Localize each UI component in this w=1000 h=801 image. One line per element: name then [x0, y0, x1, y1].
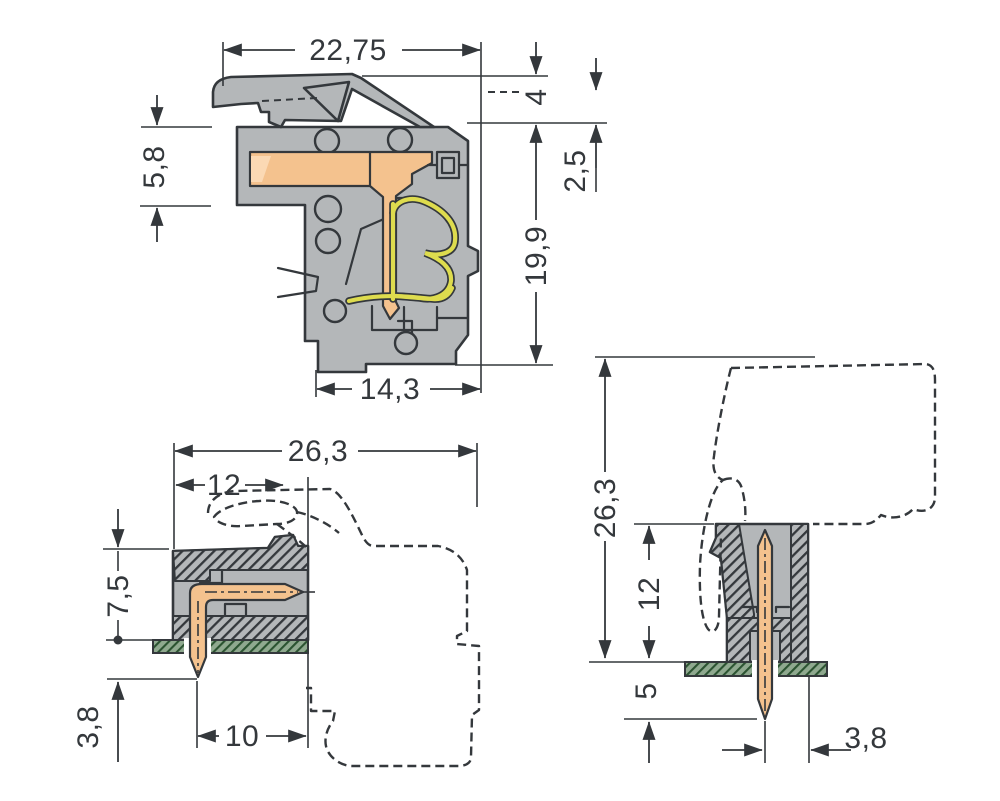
dim-body-height: 19,9	[520, 226, 553, 286]
mating-connector-outline	[698, 362, 937, 633]
clamp-spring	[345, 195, 459, 305]
dim-overall-width: 22,75	[309, 34, 387, 67]
dim-pin-below-pcb: 5	[630, 682, 663, 699]
dim-lower-width: 14,3	[360, 373, 420, 406]
pcb-board	[684, 660, 828, 678]
datum-dot	[113, 635, 123, 645]
housing-cavity	[313, 127, 341, 155]
mating-connector-outline	[206, 487, 481, 768]
housing-cavity	[386, 126, 414, 154]
dim-overall-height: 26,3	[589, 478, 622, 538]
front-dimensions: 26,3 12 5 3,8	[589, 356, 887, 763]
dim-pin-protrusion: 3,8	[72, 705, 105, 748]
dim-pin-to-mating-face: 10	[225, 720, 259, 753]
header-right-wall	[790, 523, 809, 663]
pcb-board	[152, 638, 309, 655]
pin-centerline	[197, 591, 298, 673]
lever-hidden-edge	[261, 97, 318, 102]
dim-lever-clearance: 2,5	[559, 149, 592, 192]
side-view: 26,3 12 7,5 3,8 10	[72, 435, 481, 768]
test-port	[426, 150, 470, 180]
side-dimensions: 26,3 12 7,5 3,8 10	[72, 435, 478, 762]
section-view: 22,75 4 2,5 19,9 5,8 14,3	[138, 34, 607, 406]
header-step	[223, 602, 248, 618]
dim-lever-height: 4	[520, 88, 553, 105]
dim-wire-entry-height: 5,8	[138, 145, 171, 188]
dim-header-height: 12	[633, 577, 666, 611]
dim-pin-edge-offset: 3,8	[844, 722, 887, 755]
lever-wedge	[302, 80, 351, 123]
wire-entry-funnel	[251, 156, 271, 182]
front-view: 26,3 12 5 3,8	[589, 356, 937, 763]
housing-cavity	[322, 298, 348, 324]
dim-overall-depth: 26,3	[288, 435, 348, 468]
connector-housing	[235, 125, 480, 374]
dim-insertion-depth: 12	[207, 469, 241, 502]
housing-cavity	[314, 227, 342, 255]
housing-cavity	[313, 194, 343, 224]
release-slot	[276, 266, 320, 299]
solder-pin	[188, 582, 305, 679]
section-dimensions: 22,75 4 2,5 19,9 5,8 14,3	[138, 34, 607, 406]
housing-step	[396, 319, 414, 335]
dim-height-above-pcb: 7,5	[102, 574, 135, 617]
housing-cavity	[393, 330, 419, 356]
